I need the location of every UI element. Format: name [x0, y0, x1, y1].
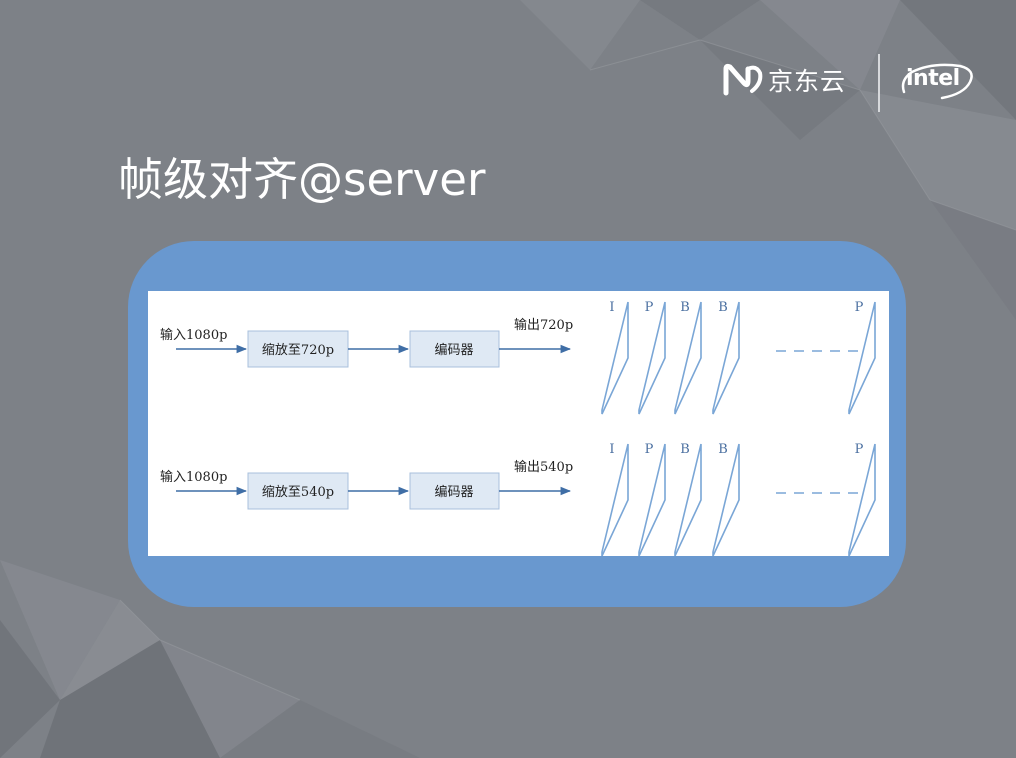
- row-1-frame-1: [601, 301, 629, 415]
- row-1-frame-3-type: B: [680, 300, 690, 315]
- jdcloud-logo: 京东云: [722, 60, 846, 100]
- row-1-frame-2-type: P: [645, 300, 654, 315]
- logo-area: 京东云 intel: [722, 52, 982, 116]
- intel-wordmark: intel: [906, 66, 960, 91]
- jdcloud-wordmark: 京东云: [768, 67, 847, 96]
- row-1-frame-5-type: P: [855, 300, 864, 315]
- row-2-frame-1: [601, 443, 629, 557]
- row-2-frame-1-type: I: [609, 442, 614, 457]
- row-1-scale-label: 缩放至720p: [262, 342, 334, 358]
- row-1-frame-2: [638, 301, 666, 415]
- row-2-output-label: 输出540p: [514, 459, 573, 475]
- row-2-frame-5: [848, 443, 876, 557]
- row-2-frame-5-type: P: [855, 442, 864, 457]
- row-1-frame-5: [848, 301, 876, 415]
- row-2-frame-4-type: B: [718, 442, 728, 457]
- row-1-frame-4-type: B: [718, 300, 728, 315]
- row-1-frame-3: [674, 301, 702, 415]
- row-2-frame-2: [638, 443, 666, 557]
- row-2-input-label: 输入1080p: [160, 469, 227, 485]
- intel-logo: intel: [898, 62, 978, 102]
- intel-swoosh-icon: [901, 63, 973, 100]
- logo-divider: [878, 54, 880, 112]
- row-1-output-label: 输出720p: [514, 317, 573, 333]
- row-1-encoder-label: 编码器: [434, 343, 473, 358]
- row-1-input-label: 输入1080p: [160, 327, 227, 343]
- row-2-frame-3-type: B: [680, 442, 690, 457]
- row-1-frame-1-type: I: [609, 300, 614, 315]
- row-2-encoder-box: [409, 472, 500, 510]
- row-1-frame-4: [712, 301, 740, 415]
- row-2-encoder-label: 编码器: [434, 485, 473, 500]
- page-title: 帧级对齐@server: [118, 153, 486, 206]
- row-1-encoder-box: [409, 330, 500, 368]
- row-2-scale-label: 缩放至540p: [262, 484, 334, 500]
- row-2-frame-2-type: P: [645, 442, 654, 457]
- jdcloud-icon: [723, 63, 763, 96]
- row-2-frame-4: [712, 443, 740, 557]
- row-2-frame-3: [674, 443, 702, 557]
